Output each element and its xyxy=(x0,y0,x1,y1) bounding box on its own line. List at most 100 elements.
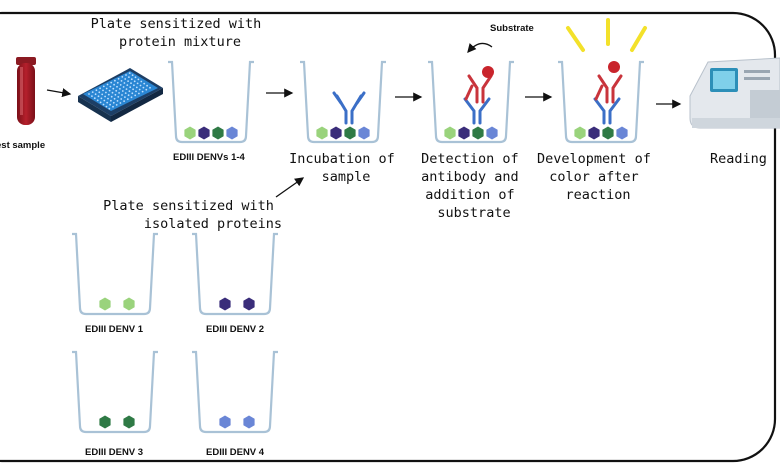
plate-well-dot xyxy=(137,78,140,81)
plate-well-dot xyxy=(102,103,105,106)
plate-well-dot xyxy=(125,74,127,76)
diagram-frame xyxy=(0,11,777,463)
plate-well-dot xyxy=(98,91,101,94)
flow-arrow-1 xyxy=(46,88,72,98)
plate-well-dot xyxy=(113,97,116,100)
plate-well-dot xyxy=(99,101,102,104)
plate-well-dot xyxy=(134,76,137,79)
plate-well-dot xyxy=(108,107,111,110)
plate-well-dot xyxy=(126,98,129,101)
test-sample-label: est sample xyxy=(0,140,45,151)
antigen-denv2-icon xyxy=(198,126,210,140)
antigen-denv4-icon xyxy=(226,126,238,140)
plate-well-dot xyxy=(125,88,128,90)
plate-well-dot xyxy=(120,80,123,82)
antigen-denv3-icon xyxy=(212,126,224,140)
plate-well-dot xyxy=(118,92,120,94)
development-label: Development of color after reaction xyxy=(537,151,659,203)
plate-well-dot xyxy=(130,82,132,85)
plate-well-dot xyxy=(135,90,137,93)
plate-well-dot xyxy=(138,92,140,95)
plate-well-dot xyxy=(112,87,115,90)
plate-well-dot xyxy=(96,99,99,102)
plate-well-dot xyxy=(100,97,103,100)
antigen-denv3-icon xyxy=(602,126,614,140)
antibody-blue-icon xyxy=(463,97,491,125)
plate-well-dot xyxy=(97,95,100,98)
antigen-denv3-icon xyxy=(99,415,111,429)
plate-well-dot xyxy=(108,89,111,92)
antigen-denv1-icon xyxy=(99,297,111,311)
substrate-arrow xyxy=(467,42,493,53)
plate-well-dot xyxy=(116,81,119,84)
plate-well-dot xyxy=(107,97,109,100)
plate-well-dot xyxy=(131,92,134,95)
plate-well-dot xyxy=(112,105,114,108)
plate-well-dot xyxy=(138,88,141,91)
plate-well-dot xyxy=(133,84,135,87)
plate-well-dot xyxy=(94,93,97,96)
plate-well-dot xyxy=(95,89,98,92)
plate-well-dot xyxy=(102,89,104,92)
colored-product-icon xyxy=(608,61,620,73)
antigen-denv1-icon xyxy=(574,126,586,140)
plate-well-dot xyxy=(145,88,148,91)
blood-tube-icon xyxy=(16,57,36,125)
plate-well-dot xyxy=(123,100,125,102)
denv1-label: EDIII DENV 1 xyxy=(85,324,144,335)
plate-well-dot xyxy=(116,85,118,88)
plate-well-dot xyxy=(127,76,130,78)
plate-well-dot xyxy=(110,95,113,98)
antigen-denv1-icon xyxy=(184,126,196,140)
plate-well-dot xyxy=(121,76,124,78)
plate-isolated-label: Plate sensitized with isolated proteins xyxy=(103,198,282,232)
plate-well-dot xyxy=(91,91,94,93)
antigen-denv4-icon xyxy=(616,126,628,140)
well-denv2 xyxy=(192,232,278,316)
plate-well-dot xyxy=(107,93,110,96)
plate-well-dot xyxy=(114,79,116,82)
plate-well-dot xyxy=(114,93,117,96)
substrate-label: Substrate xyxy=(490,23,534,34)
plate-well-dot xyxy=(104,95,106,98)
plate-well-dot xyxy=(115,89,118,92)
well-development xyxy=(558,60,644,144)
plate-well-dot xyxy=(123,82,126,84)
plate-well-dot xyxy=(139,84,142,87)
well-denv4 xyxy=(192,350,278,434)
plate-well-dot xyxy=(149,86,151,89)
plate-well-dot xyxy=(111,91,114,94)
well-detection xyxy=(428,60,514,144)
plate-well-dot xyxy=(130,78,133,81)
antigen-denv2-icon xyxy=(219,297,231,311)
plate-well-dot xyxy=(99,87,101,90)
plate-well-dot xyxy=(117,77,120,80)
well-denv1 xyxy=(72,232,158,316)
plate-well-dot xyxy=(106,101,109,104)
plate-well-dot xyxy=(124,92,127,94)
plate-well-dot xyxy=(141,90,144,93)
denv2-label: EDIII DENV 2 xyxy=(206,324,264,335)
plate-well-dot xyxy=(127,94,130,97)
plate-well-dot xyxy=(135,86,138,89)
plate-well-dot xyxy=(113,83,115,86)
plate-well-dot xyxy=(128,72,131,74)
plate-well-dot xyxy=(121,94,123,96)
plate-well-dot xyxy=(120,98,123,100)
plate-well-dot xyxy=(102,85,105,88)
antibody-blue-icon xyxy=(593,97,621,125)
edi-mix-label: EDIII DENVs 1-4 xyxy=(173,152,246,163)
plate-well-dot xyxy=(143,82,146,85)
plate-mixture-label: Plate sensitized with protein mixture xyxy=(91,16,270,50)
plate-well-dot xyxy=(142,86,145,89)
plate-well-dot xyxy=(119,88,121,90)
antigen-denv3-icon xyxy=(123,415,135,429)
well-incubation xyxy=(300,60,386,144)
plate-well-dot xyxy=(140,80,143,83)
incubation-label: Incubation of sample xyxy=(289,151,403,185)
reading-label: Reading xyxy=(710,151,767,167)
plate-well-dot xyxy=(110,81,113,84)
plate-well-dot xyxy=(130,96,133,99)
plate-well-dot xyxy=(127,80,129,82)
